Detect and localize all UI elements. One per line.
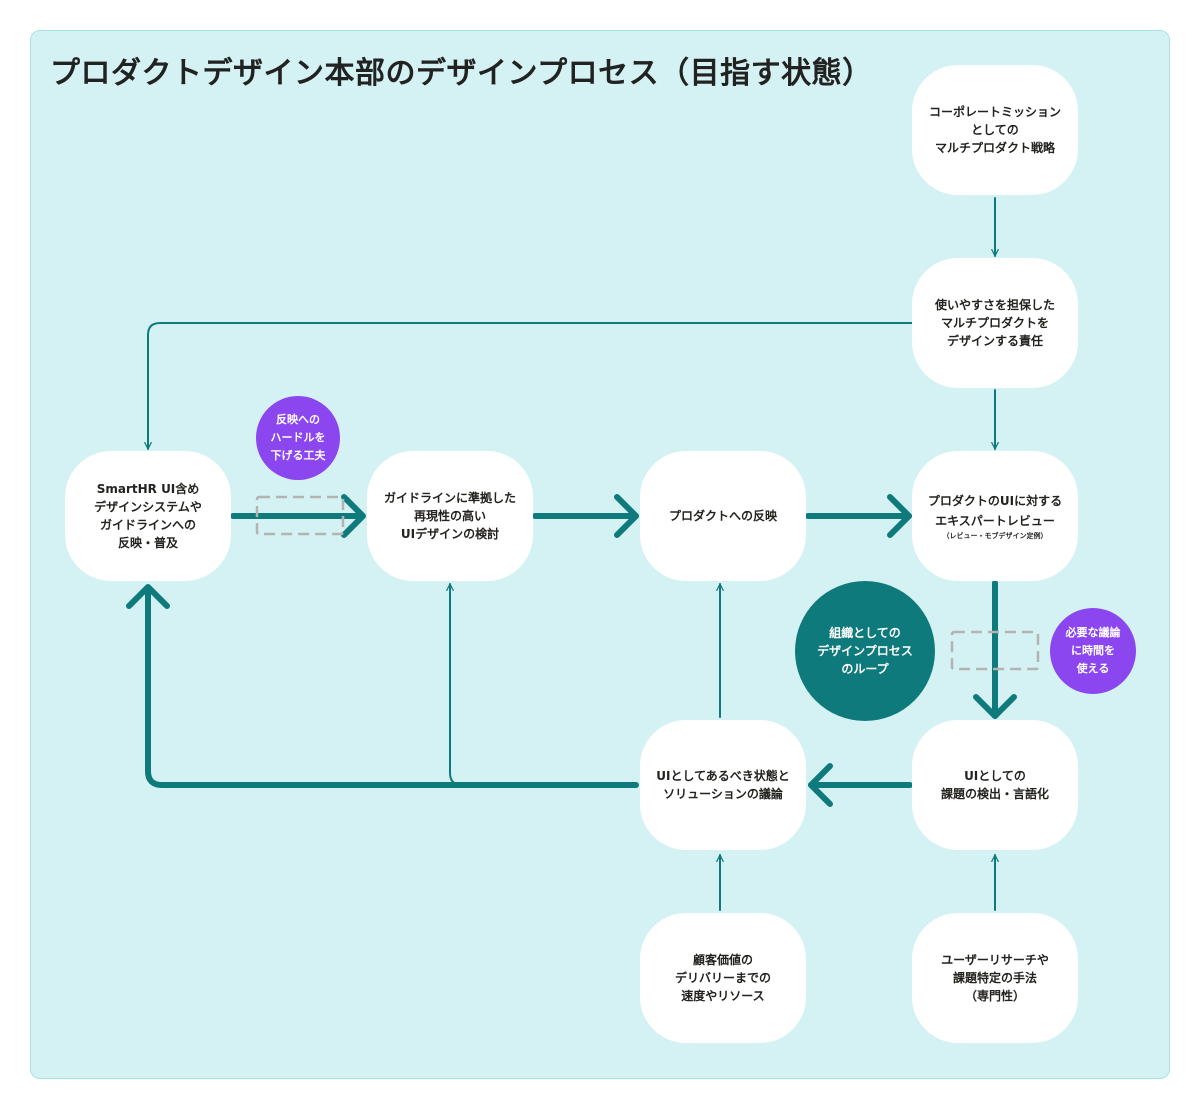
node-usability-responsibility-label: 使いやすさを担保した マルチプロダクトを デザインする責任 (934, 298, 1055, 348)
node-user-research-label: ユーザーリサーチや 課題特定の手法 （専門性） (941, 953, 1049, 1003)
dashed-box-discussion (950, 630, 1040, 671)
arrowhead-issue (973, 694, 1017, 719)
dashed-box-hurdle (255, 495, 345, 536)
page-title: プロダクトデザイン本部のデザインプロセス（目指す状態） (50, 56, 873, 91)
node-smarthr-ui: SmartHR UI含め デザインシステムや ガイドラインへの 反映・普及 (65, 451, 231, 581)
arrowhead-reflection (614, 494, 639, 538)
arrowhead-discussion (808, 763, 833, 807)
arrow-discussion-to-guideline (446, 583, 463, 786)
node-guideline-ui-design: ガイドラインに準拠した 再現性の高い UIデザインの検討 (367, 451, 533, 581)
node-product-reflection: プロダクトへの反映 (640, 451, 806, 581)
node-guideline-ui-design-label: ガイドラインに準拠した 再現性の高い UIデザインの検討 (383, 491, 516, 541)
badge-discussion-time: 必要な議論 に時間を 使える (1050, 608, 1136, 694)
node-expert-review-label: プロダクトのUIに対する エキスパートレビュー (927, 494, 1063, 528)
node-expert-review: プロダクトのUIに対する エキスパートレビュー （レビュー・モブデザイン定例） (912, 451, 1078, 581)
node-smarthr-ui-label: SmartHR UI含め デザインシステムや ガイドラインへの 反映・普及 (94, 482, 202, 550)
arrow-responsibility-to-smarthr-ui (144, 322, 913, 450)
node-usability-responsibility: 使いやすさを担保した マルチプロダクトを デザインする責任 (912, 258, 1078, 388)
node-customer-value: 顧客価値の デリバリーまでの 速度やリソース (640, 913, 806, 1043)
node-corporate-mission-label: コーポレートミッション としての マルチプロダクト戦略 (928, 105, 1061, 155)
arrowhead-guideline (341, 494, 366, 538)
node-expert-review-sublabel: （レビュー・モブデザイン定例） (942, 532, 1048, 540)
node-product-reflection-label: プロダクトへの反映 (668, 509, 777, 523)
arrow-discussion-to-smarthr-ui (145, 586, 639, 788)
node-ui-discussion-label: UIとしてあるべき状態と ソリューションの議論 (656, 769, 790, 801)
node-customer-value-label: 顧客価値の デリバリーまでの 速度やリソース (674, 953, 771, 1003)
node-issue-detection: UIとしての 課題の検出・言語化 (912, 720, 1078, 850)
badge-lower-hurdle: 反映への ハードルを 下げる工夫 (256, 396, 340, 480)
node-issue-detection-label: UIとしての 課題の検出・言語化 (940, 769, 1049, 801)
node-user-research: ユーザーリサーチや 課題特定の手法 （専門性） (912, 913, 1078, 1043)
node-corporate-mission: コーポレートミッション としての マルチプロダクト戦略 (912, 65, 1078, 195)
arrowhead-smarthr-ui (126, 584, 170, 609)
node-ui-discussion: UIとしてあるべき状態と ソリューションの議論 (640, 720, 806, 850)
arrowhead-review (887, 494, 912, 538)
badge-org-loop: 組織としての デザインプロセス のループ (795, 581, 935, 721)
